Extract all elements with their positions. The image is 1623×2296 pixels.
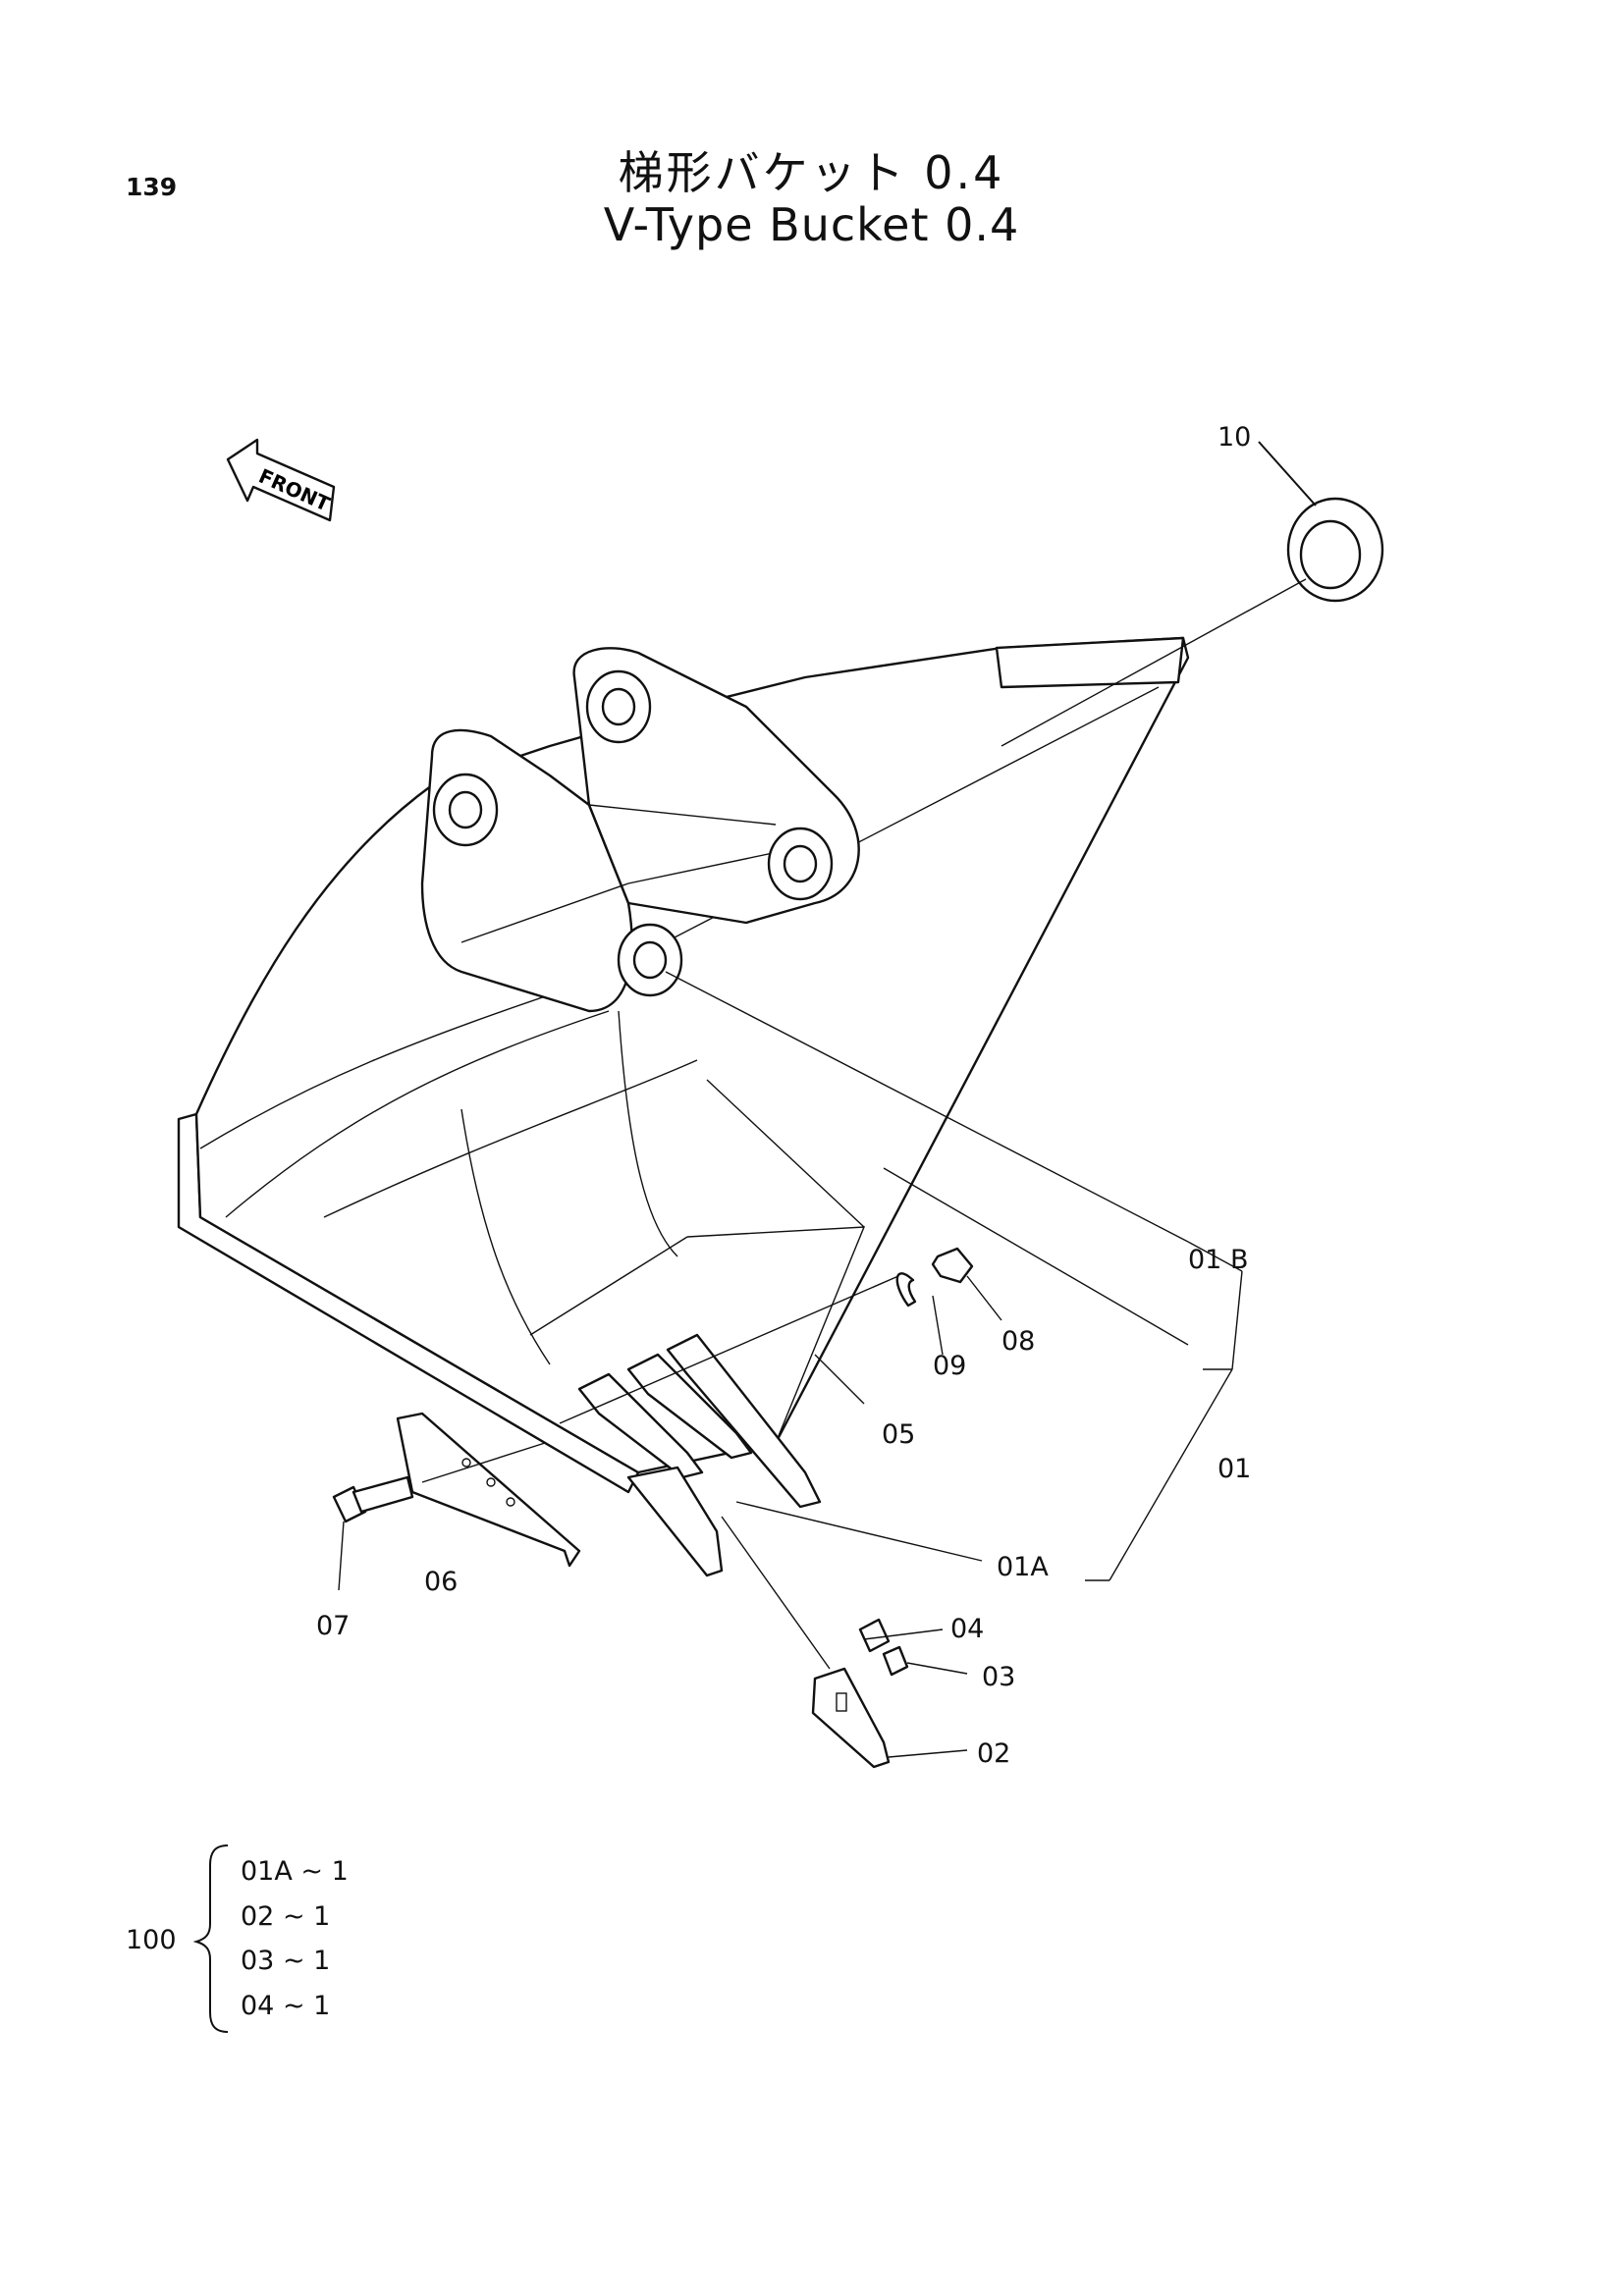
title-english: V-Type Bucket 0.4 (603, 198, 1020, 251)
lock-rubber (882, 1645, 909, 1677)
bushing (1286, 497, 1384, 603)
lock-pin (858, 1618, 891, 1653)
callout-06: 06 (424, 1567, 458, 1597)
kit-item-04: 04 ~ 1 (241, 1991, 330, 2021)
leader-lines (338, 441, 1317, 1758)
tooth-point (811, 1667, 891, 1769)
kit-item-02: 02 ~ 1 (241, 1901, 330, 1932)
page-number: 139 (126, 173, 178, 201)
kit-number: 100 (126, 1925, 177, 1955)
callout-02: 02 (977, 1738, 1010, 1769)
title-japanese: 梯形バケット 0.4 (618, 146, 1005, 199)
callout-05: 05 (882, 1419, 915, 1450)
bolt (332, 1475, 414, 1523)
nut (931, 1247, 974, 1284)
callout-01: 01 (1217, 1454, 1251, 1484)
kit-item-01a: 01A ~ 1 (241, 1856, 349, 1887)
shim (895, 1272, 917, 1308)
kit-item-03: 03 ~ 1 (241, 1946, 330, 1976)
callout-01a: 01A (997, 1552, 1049, 1582)
callout-04: 04 (950, 1614, 984, 1644)
callout-09: 09 (933, 1351, 966, 1381)
pin-bosses (432, 669, 834, 997)
front-arrow-icon: FRONT (226, 438, 336, 522)
kit-note: 100 01A ~ 1 02 ~ 1 03 ~ 1 04 ~ 1 (126, 1844, 349, 2033)
callout-08: 08 (1001, 1326, 1035, 1357)
callout-03: 03 (982, 1662, 1015, 1692)
callout-01b: 01 B (1188, 1245, 1248, 1275)
callout-10: 10 (1217, 422, 1251, 453)
side-cutter (396, 1412, 581, 1568)
callout-07: 07 (316, 1611, 350, 1641)
